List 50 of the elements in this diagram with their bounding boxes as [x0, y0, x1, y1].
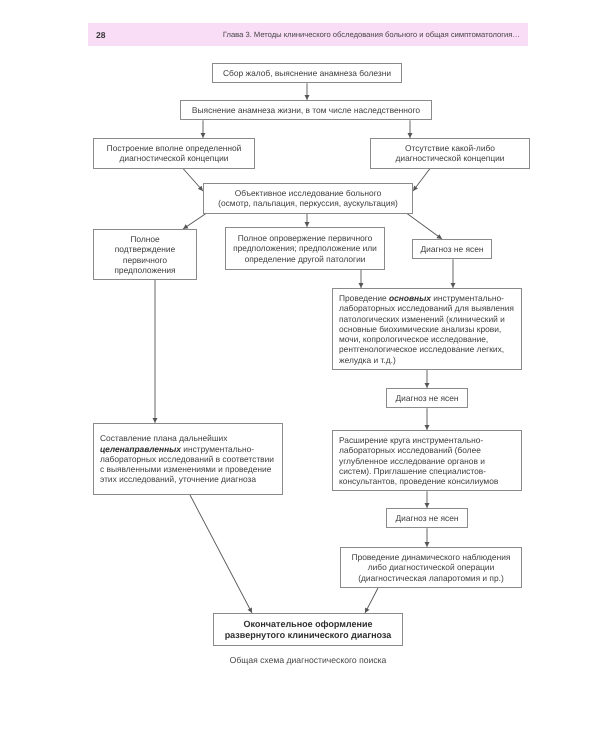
process-box [225, 227, 385, 270]
step-text: Проведение динамического наблюдения либо диагностической операции (диагностическая лапаротомия и пр.) [350, 552, 512, 583]
process-box [93, 138, 255, 168]
process-box [332, 288, 522, 370]
page-number: 28 [96, 30, 106, 40]
arrow [200, 120, 206, 138]
process-box [370, 138, 530, 168]
step-text: Составление плана дальнейших целенаправленных инструментально-лабораторных исследований в соответствии с выявленными изменениями и проведение этих исследований, уточнение диагноза [100, 433, 275, 485]
process-box [332, 430, 522, 492]
process-box [212, 63, 402, 84]
process-box [203, 183, 413, 214]
step-text: Выяснение анамнеза жизни, в том числе наследственного [190, 105, 422, 116]
step-text: Окончательное оформление развернутого клинического диагноза [224, 618, 392, 640]
arrow [424, 369, 430, 388]
step-text: Расширение круга инструментально-лабораторных исследований (более углубленное исследование органов и систем). Приглашение специалистов-консультантов, проведение консилиумов [339, 435, 500, 486]
step-text: Проведение основных инструментально-лабораторных исследований для выявления патологических изменений (клинический и основные биохимические анализы крови, мочи, копрологическое исследование, рентгенологическое исследование легких, желудка и т.д.) [339, 293, 515, 365]
arrow [190, 494, 252, 614]
step-text: Объективное исследование больного [234, 188, 382, 198]
process-box [93, 229, 197, 280]
step-text: Диагноз не ясен [419, 244, 485, 254]
decision-box [412, 239, 492, 260]
process-box [180, 100, 432, 120]
arrow [406, 213, 442, 240]
arrow [152, 280, 158, 424]
arrow [364, 588, 378, 614]
arrow [182, 213, 206, 230]
arrow [408, 120, 412, 138]
decision-box [386, 508, 468, 528]
arrow [424, 408, 430, 430]
decision-box [386, 388, 468, 408]
result-box [213, 613, 403, 646]
arrow [424, 490, 430, 508]
arrow [412, 168, 430, 192]
arrow [450, 258, 456, 288]
step-text: Полное подтверждение первичного предположения [113, 234, 177, 275]
step-text: Диагноз не ясен [394, 393, 460, 404]
process-box [340, 547, 522, 588]
arrow [304, 213, 310, 228]
step-text: Построение вполне определенной диагностической концепции [106, 143, 242, 164]
step-text: (осмотр, пальпация, перкуссия, аускультация) [217, 198, 399, 208]
step-text: Диагноз не ясен [394, 513, 460, 524]
process-box [93, 423, 283, 495]
step-text: Сбор жалоб, выяснение анамнеза болезни [222, 68, 392, 78]
figure-caption: Общая схема диагностического поиска [228, 655, 388, 665]
step-text: Отсутствие какой-либо диагностической концепции [394, 143, 506, 164]
arrow [424, 528, 430, 548]
arrow [358, 270, 364, 288]
arrow [304, 82, 310, 100]
arrow [182, 168, 204, 192]
step-text: Полное опровержение первичного предположения; предположение или определение другой патологии [232, 233, 378, 264]
